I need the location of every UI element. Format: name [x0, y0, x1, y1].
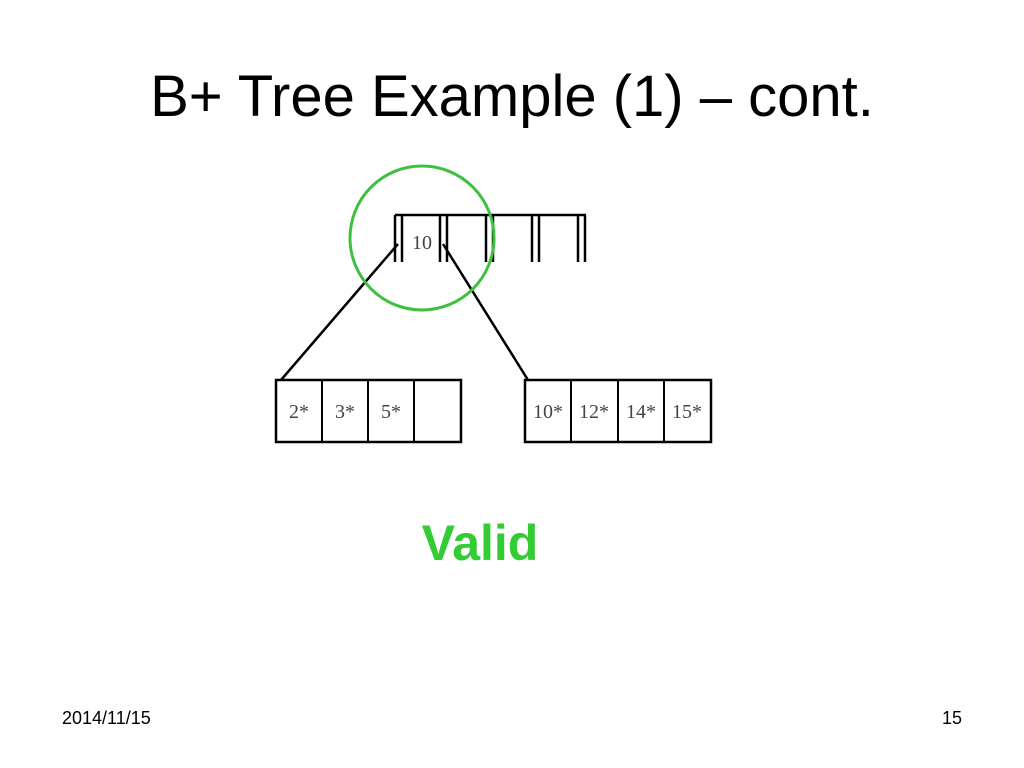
leaf-entry: 12*	[579, 401, 609, 423]
leaf-entry: 3*	[335, 401, 355, 423]
leaf-entry: 10*	[533, 401, 563, 423]
leaf-entry: 14*	[626, 401, 656, 423]
leaf-entry: 2*	[289, 401, 309, 423]
highlight-circle	[348, 164, 496, 312]
leaf-entry: 15*	[672, 401, 702, 423]
slide-date: 2014/11/15	[62, 708, 151, 728]
validity-label: Valid	[421, 515, 539, 571]
leaf-node-right	[523, 378, 713, 444]
slide-title: B+ Tree Example (1) – cont.	[150, 64, 874, 129]
pointer-right	[441, 243, 530, 381]
root-key: 10	[412, 232, 432, 254]
slide-page-number: 15	[941, 708, 962, 728]
pointer-left	[280, 243, 399, 381]
leaf-entry: 5*	[381, 401, 401, 423]
leaf-node-left	[274, 378, 463, 444]
